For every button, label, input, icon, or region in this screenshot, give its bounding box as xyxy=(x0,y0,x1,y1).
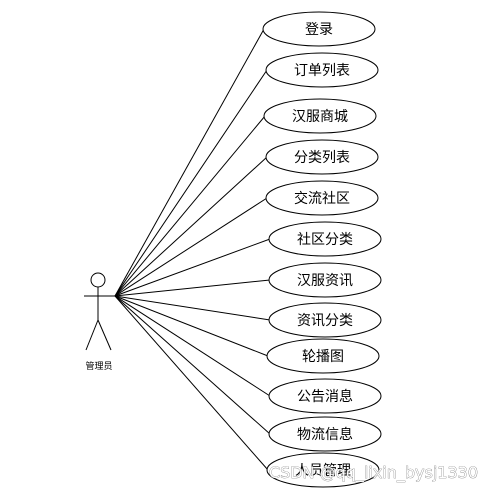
watermark: CSDN @qq_lixin_bysj1330 xyxy=(269,463,478,483)
use-case-ellipse xyxy=(268,221,382,257)
association-line xyxy=(114,238,271,297)
association-line xyxy=(114,28,265,297)
actor-head xyxy=(90,272,106,288)
use-case-ellipse xyxy=(266,338,380,374)
association-line xyxy=(114,295,269,471)
use-case-label: 人员管理 xyxy=(295,463,351,479)
use-case: 人员管理 xyxy=(266,452,380,488)
use-case: 资讯分类 xyxy=(268,302,382,338)
use-case-ellipse xyxy=(262,11,376,47)
use-case-label: 物流信息 xyxy=(297,426,353,443)
use-case: 公告消息 xyxy=(268,378,382,414)
use-case-label: 汉服商城 xyxy=(292,109,348,125)
use-case: 订单列表 xyxy=(265,52,379,88)
use-case-label: 公告消息 xyxy=(297,388,353,405)
actor-left-leg xyxy=(85,319,99,351)
use-case-list: 登录订单列表汉服商城分类列表交流社区社区分类汉服资讯资讯分类轮播图公告消息物流信… xyxy=(262,11,382,488)
use-case-ellipse xyxy=(265,180,379,216)
use-case-ellipse xyxy=(268,416,382,452)
use-case-ellipse xyxy=(268,262,382,298)
use-case-label: 交流社区 xyxy=(294,190,350,207)
actor-admin: 管理员 xyxy=(84,272,115,372)
use-case: 轮播图 xyxy=(266,338,380,374)
association-line xyxy=(114,69,268,297)
actor-right-leg xyxy=(97,319,112,351)
association-line xyxy=(114,295,271,397)
use-case-ellipse xyxy=(268,378,382,414)
association-lines xyxy=(114,28,271,471)
use-case-ellipse xyxy=(266,452,380,488)
use-case-ellipse xyxy=(268,302,382,338)
actor-label: 管理员 xyxy=(85,360,112,372)
use-case-label: 分类列表 xyxy=(294,150,350,166)
use-case-label: 订单列表 xyxy=(294,63,350,79)
use-case-label: 资讯分类 xyxy=(297,313,353,329)
association-line xyxy=(114,115,266,297)
association-line xyxy=(114,295,271,321)
use-case-label: 社区分类 xyxy=(297,232,353,248)
use-case: 社区分类 xyxy=(268,221,382,257)
use-case: 物流信息 xyxy=(268,416,382,452)
use-case: 汉服商城 xyxy=(263,98,377,134)
association-line xyxy=(114,156,268,297)
association-line xyxy=(114,295,269,357)
use-case-ellipse xyxy=(263,98,377,134)
use-case: 交流社区 xyxy=(265,180,379,216)
use-case: 分类列表 xyxy=(265,139,379,175)
association-line xyxy=(114,295,271,435)
use-case-ellipse xyxy=(265,52,379,88)
use-case-label: 汉服资讯 xyxy=(297,273,353,289)
association-line xyxy=(114,279,271,297)
use-case: 汉服资讯 xyxy=(268,262,382,298)
association-line xyxy=(114,197,268,297)
use-case-label: 轮播图 xyxy=(302,349,344,365)
use-case-label: 登录 xyxy=(305,22,333,38)
use-case: 登录 xyxy=(262,11,376,47)
use-case-ellipse xyxy=(265,139,379,175)
